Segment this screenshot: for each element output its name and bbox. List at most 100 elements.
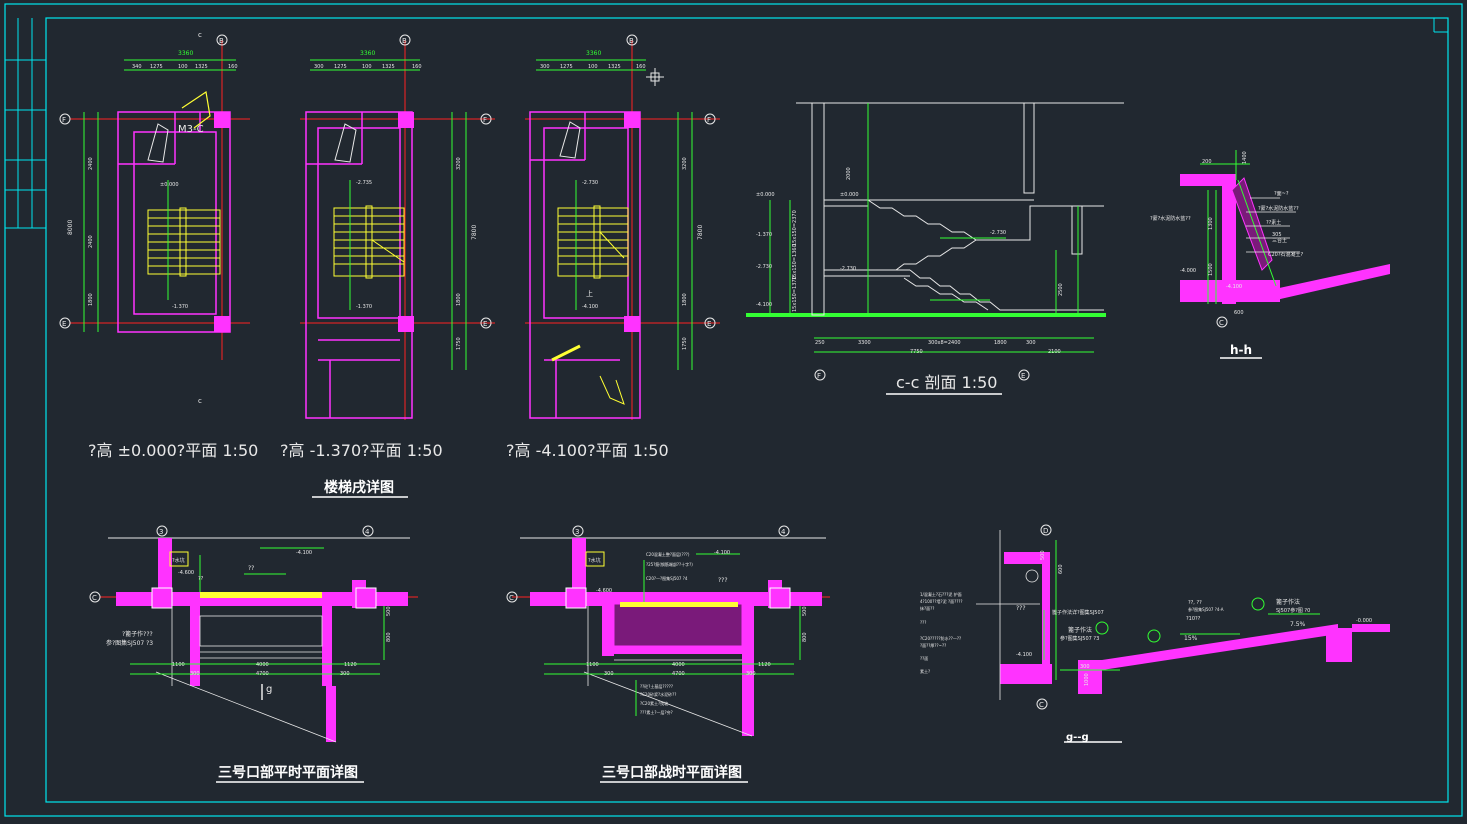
plan2-subdim-1: 300: [540, 64, 550, 70]
war-dim-2: 1120: [758, 662, 771, 668]
plan0-subdim-4: 1325: [195, 64, 208, 70]
plan1-overall-dim: 3360: [360, 50, 375, 57]
hh-dim-2: 1500: [1208, 263, 1214, 276]
plan2-side-dim-3: 1750: [682, 337, 688, 350]
plan-level-2: 3360 300 1275 100 1325 160 7800 3200 180…: [506, 34, 720, 460]
plan2-subdim-3: 100: [588, 64, 598, 70]
sheet-frame: [4, 3, 1463, 817]
plan2-overall-dim: 3360: [586, 50, 601, 57]
cc-level-1: -1.370: [756, 232, 772, 238]
grid-3-bubble-b: 3: [575, 528, 579, 536]
grid-c-bubble-b: C: [509, 594, 514, 602]
gg-slope-2: 15%: [1184, 635, 1198, 642]
war-label-1: ???: [718, 577, 728, 584]
war-dim-6: 800: [802, 632, 808, 642]
gg-dim-2: 300: [1080, 664, 1090, 670]
peace-label-3: ?篦子作???: [122, 630, 153, 638]
plan1-subdim-3: 100: [362, 64, 372, 70]
peace-dim-2: 1120: [344, 662, 357, 668]
stair-group-title: 楼梯戌详图: [324, 479, 394, 496]
grid-4-bubble-a: 4: [365, 528, 370, 536]
war-label-2: C20混凝土整?面层(???): [646, 551, 690, 557]
gg-note-4: ?C20?????防水??一??: [920, 635, 961, 641]
gg-note-16: 篦子作法: [1276, 598, 1300, 606]
cc-dim-bottom-4: 300: [1026, 340, 1036, 346]
hh-level-note-a: ?蒙?水泥防水蓝??: [1150, 215, 1191, 222]
peace-dim-4: 4700: [256, 671, 269, 677]
plan0-title: ?高 ±0.000?平面 1:50: [88, 441, 258, 460]
plan2-side-dim-2: 1800: [682, 293, 688, 306]
gg-title: g--g: [1066, 732, 1089, 743]
plan2-side-dim-1: 3200: [682, 157, 688, 170]
peace-label-4: 参?图集SJ507 ?3: [106, 639, 153, 647]
gg-note-3: ???: [920, 620, 926, 625]
door-tag: M3-C: [178, 124, 204, 135]
section-cc: 2000 15x150=2370 15x150=1360 15x150=1370…: [746, 102, 1124, 395]
plan0-subdim-2: 1275: [150, 64, 163, 70]
peace-label-0: ??: [248, 565, 254, 572]
grid-c-bubble-hh: C: [1219, 319, 1224, 327]
plan1-subdim-4: 1325: [382, 64, 395, 70]
gg-note-6: ??面: [920, 656, 928, 661]
hh-note-2: ??素土: [1266, 219, 1281, 226]
gg-slope-1: 7.5%: [1290, 621, 1306, 628]
plan2-total-height: 7800: [697, 225, 704, 240]
hh-note-3: 305: [1272, 232, 1282, 238]
gg-dim-1: 600: [1058, 564, 1064, 574]
war-label-6: ?C20砂浆?水泥砂??: [640, 691, 676, 697]
grid-3-bubble-a: 3: [159, 528, 163, 536]
gg-dim-0: 500: [1040, 550, 1046, 560]
plan-level-1: 3360 300 1275 100 1325 160 7800 3200 180…: [280, 34, 495, 460]
gg-note-7: 素土?: [920, 668, 930, 674]
hh-note-0: ?面~?: [1274, 191, 1289, 197]
cc-level-4: -2.730: [990, 230, 1006, 236]
grid-f-bubble-b: F: [483, 116, 487, 124]
gg-note-13: 参?图集SJ507 ?4-A: [1188, 606, 1224, 612]
plan0-side-dim-2: 2400: [88, 235, 94, 248]
hh-level-0: -4.000: [1180, 268, 1196, 274]
gg-level-0: -0.000: [1356, 618, 1372, 624]
war-dim-4: 4700: [672, 671, 685, 677]
gg-note-8: ???: [1016, 605, 1026, 612]
plan0-side-dim-3: 1800: [88, 293, 94, 306]
war-dim-5: 300: [746, 671, 756, 677]
plan1-side-dim-2: 1800: [456, 293, 462, 306]
plan0-side-dim-1: 2400: [88, 157, 94, 170]
hh-dim-3: 600: [1234, 310, 1244, 316]
peace-dim-3: 300: [190, 671, 200, 677]
grid-c-bubble-a: C: [92, 594, 97, 602]
war-label-5: ??砼?土基层?????: [640, 683, 673, 689]
hh-title: h-h: [1230, 343, 1252, 357]
grid-b-bubble-a: B: [219, 37, 224, 45]
hh-level-1: -4.100: [1226, 284, 1242, 290]
gg-note-9: 篦子作法详?图集SJ507: [1052, 609, 1104, 616]
plan2-subdim-2: 1275: [560, 64, 573, 70]
peace-level-1: -4.600: [178, 570, 194, 576]
hh-dim-0: 200: [1202, 159, 1212, 165]
cc-dim-bottom-3: 1800: [994, 340, 1007, 346]
war-label-4: C20?一?图集SJ507 ?4: [646, 575, 688, 581]
grid-f-bubble-c: F: [707, 116, 711, 124]
cc-dim-bottom-5: 2100: [1048, 349, 1061, 355]
plan-level-0: 3360 340 1275 100 1325 160 8000 2400 240…: [59, 31, 258, 460]
gg-note-5: ?面??厚??~??: [920, 643, 946, 648]
cc-dim-left-0: 2000: [846, 167, 852, 180]
grid-b-bubble-b: B: [402, 37, 407, 45]
cc-level-5: ±0.000: [840, 192, 859, 198]
war-title: 三号口部战时平面详图: [602, 764, 742, 781]
grid-d-bubble-gg: D: [1043, 527, 1048, 535]
peace-dim-6: 800: [386, 632, 392, 642]
peace-dim-1: 4000: [256, 662, 269, 668]
hh-note-1: ?蒙?水泥防水蓝??: [1258, 205, 1299, 212]
plan1-subdim-1: 300: [314, 64, 324, 70]
cc-dim-bottom-0: 250: [815, 340, 825, 346]
plan0-overall-dim: 3360: [178, 50, 193, 57]
plan2-title: ?高 -4.100?平面 1:50: [506, 441, 669, 460]
plan0-level-upper: ±0.000: [160, 182, 179, 188]
gg-note-11: 参?图集SJ507 ?3: [1060, 635, 1099, 642]
gg-note-12: ??, ??: [1188, 600, 1202, 606]
peace-label-2: ??: [198, 576, 204, 582]
grid-f-bubble-a: F: [62, 116, 66, 124]
peace-title: 三号口部平时平面详图: [218, 764, 358, 781]
